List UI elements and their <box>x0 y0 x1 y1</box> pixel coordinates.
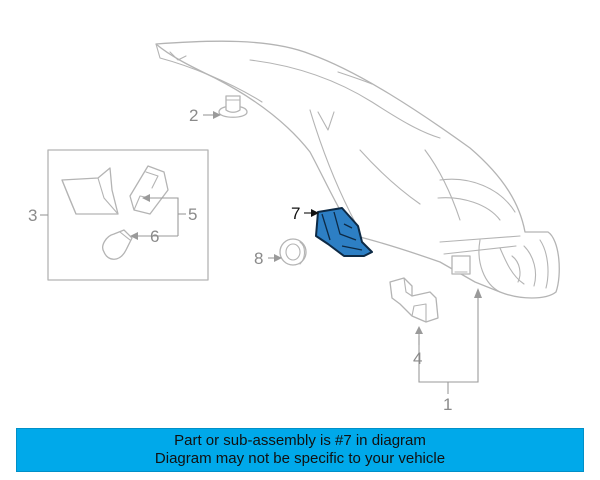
inset-box <box>47 149 209 281</box>
socket-part-5 <box>129 165 169 215</box>
bracket-part-7-highlighted[interactable] <box>315 207 373 257</box>
arrow-8 <box>274 254 282 262</box>
arrow-2 <box>213 111 221 119</box>
callout-1: 1 <box>443 395 452 414</box>
leader-line-5 <box>142 194 186 236</box>
callout-7: 7 <box>291 204 300 223</box>
leader-line-1 <box>418 288 482 394</box>
arrow-4 <box>415 326 423 334</box>
info-banner: Part or sub-assembly is #7 in diagram Di… <box>16 428 584 472</box>
arrow-6 <box>130 232 138 240</box>
banner-line-part-number: Part or sub-assembly is #7 in diagram <box>174 432 426 449</box>
callout-3: 3 <box>28 206 37 225</box>
callout-2: 2 <box>189 106 198 125</box>
tail-lamp-assembly <box>155 40 560 299</box>
arrow-7 <box>311 209 319 217</box>
clip-part-4 <box>389 277 439 323</box>
bulb-part-6 <box>102 229 133 260</box>
callout-4: 4 <box>413 349 422 368</box>
grommet-part-8 <box>279 238 307 266</box>
banner-line-disclaimer: Diagram may not be specific to your vehi… <box>154 450 446 467</box>
callout-5: 5 <box>188 205 197 224</box>
callout-8: 8 <box>254 249 263 268</box>
housing-part-3 <box>61 167 119 215</box>
nut-part-2 <box>218 95 248 118</box>
callout-6: 6 <box>150 227 159 246</box>
